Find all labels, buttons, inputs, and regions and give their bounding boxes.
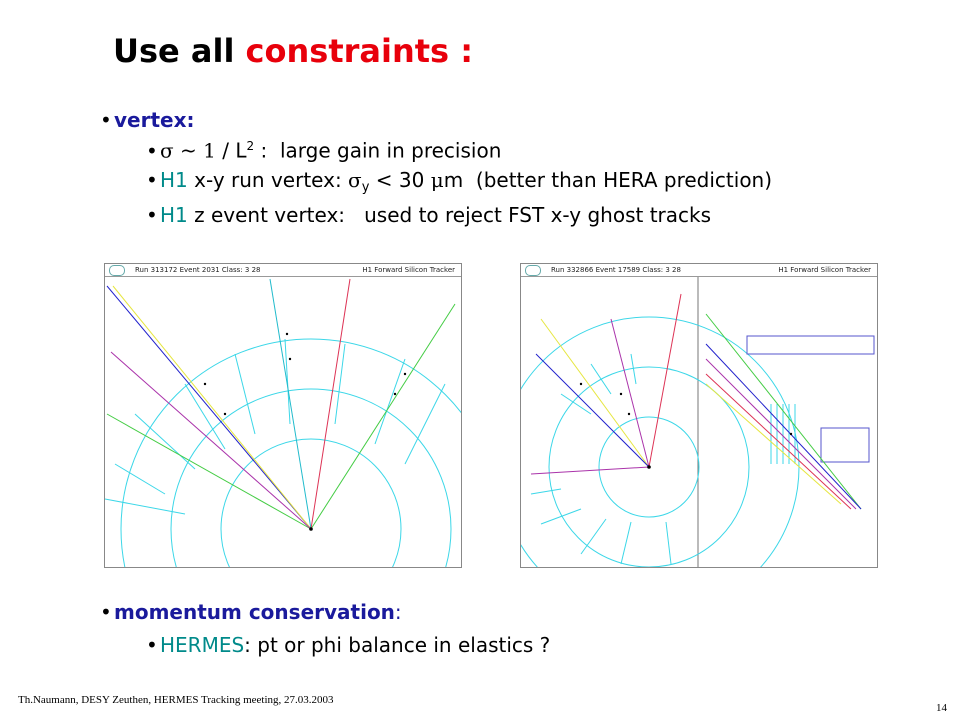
title-part3: : bbox=[460, 32, 474, 70]
title-part1: Use all bbox=[113, 32, 235, 70]
vertex-heading: vertex: bbox=[114, 108, 195, 132]
event-display-2-header: Run 332866 Event 17589 Class: 3 28 H1 Fo… bbox=[521, 264, 877, 277]
event-display-1: Run 313172 Event 2031 Class: 3 28 H1 For… bbox=[104, 263, 462, 568]
event-display-1-graphic bbox=[105, 278, 461, 567]
bullet-sigma-scaling: •σ ~ 1 / L2 : large gain in precision bbox=[146, 138, 502, 163]
h1-label: H1 bbox=[160, 168, 188, 192]
event-display-2: Run 332866 Event 17589 Class: 3 28 H1 Fo… bbox=[520, 263, 878, 568]
footer-credit: Th.Naumann, DESY Zeuthen, HERMES Trackin… bbox=[18, 694, 334, 706]
page-number: 14 bbox=[936, 702, 947, 714]
run-info: Run 313172 Event 2031 Class: 3 28 bbox=[135, 266, 261, 274]
bullet-z-vertex: •H1 z event vertex: used to reject FST x… bbox=[146, 203, 712, 227]
title-part2: constraints bbox=[245, 32, 450, 70]
momentum-heading: momentum conservation bbox=[114, 600, 395, 624]
bullet-vertex: •vertex: bbox=[100, 108, 195, 132]
run-info: Run 332866 Event 17589 Class: 3 28 bbox=[551, 266, 681, 274]
hermes-label: HERMES bbox=[160, 633, 245, 657]
sigma-symbol: σ bbox=[160, 138, 174, 163]
bullet-dot: • bbox=[100, 108, 112, 132]
bullet-run-vertex: •H1 x-y run vertex: σy < 30 μm (better t… bbox=[146, 168, 773, 195]
h1-logo-icon bbox=[109, 265, 125, 276]
detector-name: H1 Forward Silicon Tracker bbox=[778, 266, 871, 274]
detector-name: H1 Forward Silicon Tracker bbox=[362, 266, 455, 274]
h1-label: H1 bbox=[160, 203, 188, 227]
bullet-momentum: •momentum conservation: bbox=[100, 600, 402, 624]
event-display-2-graphic bbox=[521, 276, 875, 567]
h1-logo-icon bbox=[525, 265, 541, 276]
precision-text: large gain in precision bbox=[279, 138, 502, 163]
event-display-1-header: Run 313172 Event 2031 Class: 3 28 H1 For… bbox=[105, 264, 461, 277]
bullet-hermes: •HERMES: pt or phi balance in elastics ? bbox=[146, 633, 551, 657]
slide-title: Use all constraints : bbox=[113, 32, 473, 70]
